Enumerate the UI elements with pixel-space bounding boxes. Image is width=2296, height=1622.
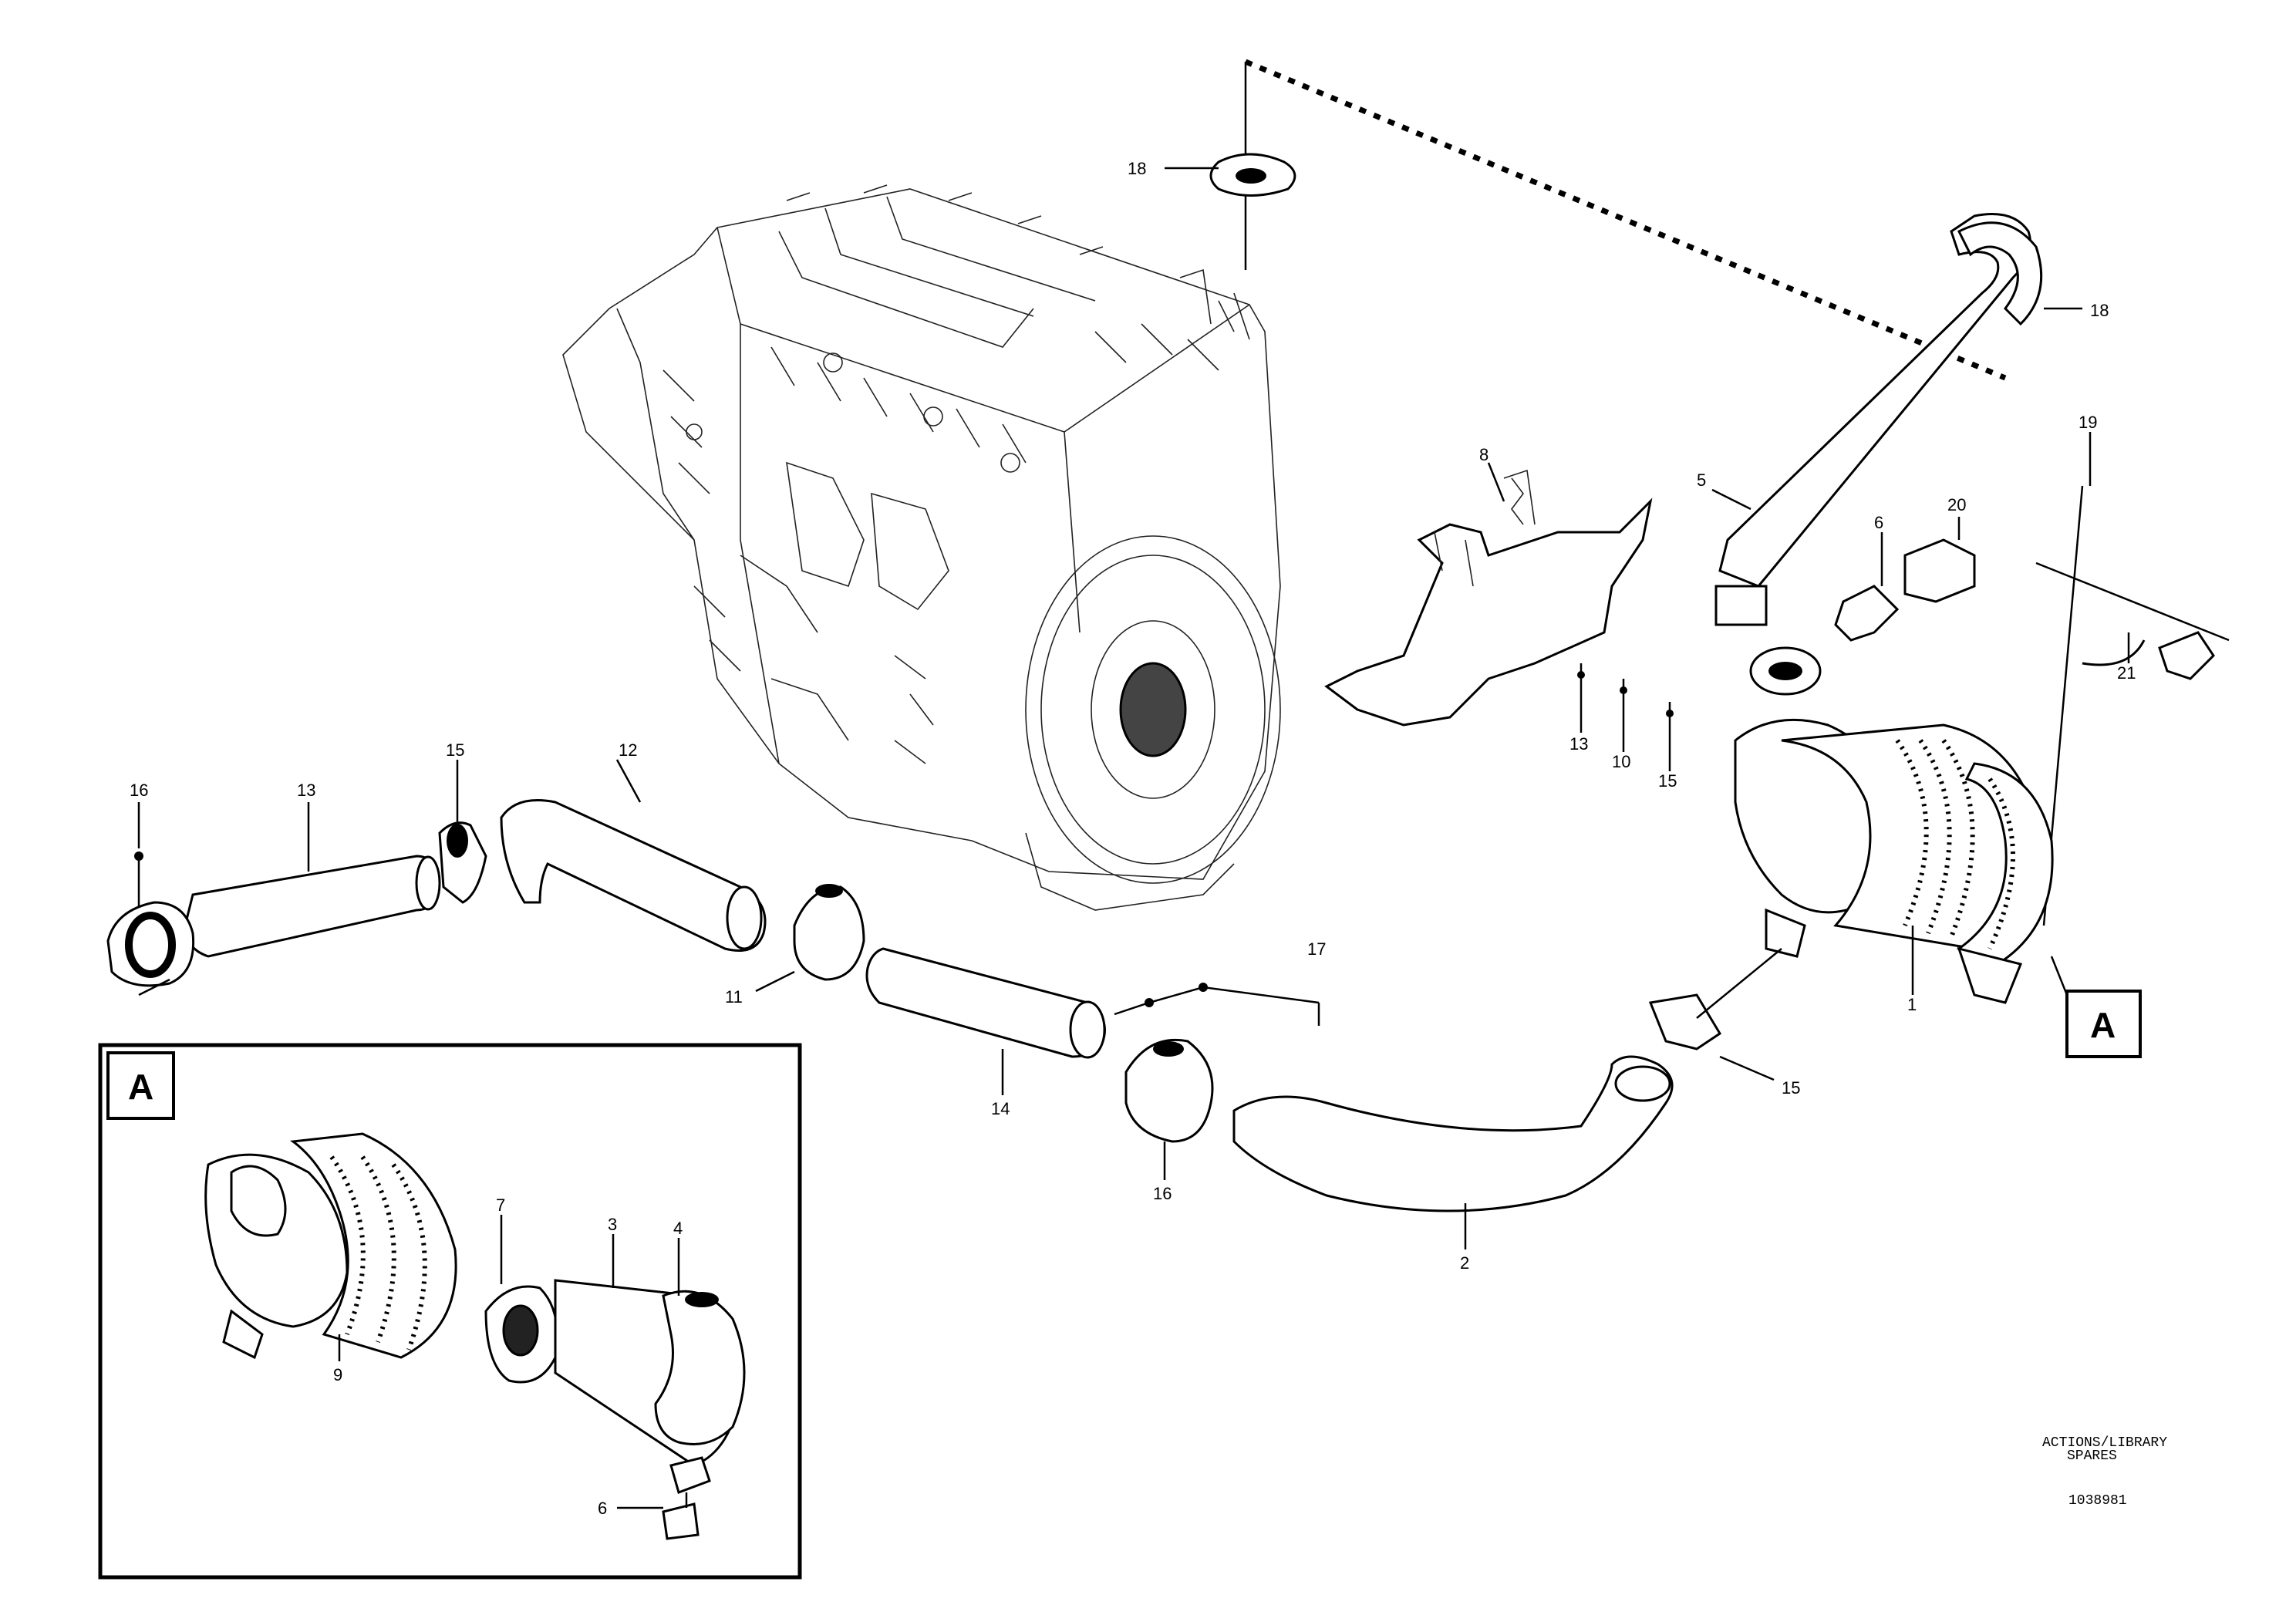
lower-intake-hose [1232, 948, 1782, 1212]
hose-clamp-15 [438, 771, 487, 904]
reference-line-1: ACTIONS/LIBRARY [2042, 1435, 2167, 1451]
inset-view-a: A 9 7 3 4 6 [98, 1043, 802, 1580]
callout-bolt17: 17 [1307, 939, 1326, 959]
callout-hose2: 2 [1460, 1253, 1469, 1273]
callout-bolt13: 13 [1569, 734, 1588, 754]
callout-upper-pipe: 18 [2090, 301, 2109, 320]
callout-clip: 6 [1874, 513, 1883, 532]
callout-hose13: 13 [297, 781, 315, 800]
reference-code: 1038981 [2068, 1493, 2127, 1509]
hose-clamp-11 [793, 884, 865, 981]
hose-clamp-16 [1124, 1038, 1214, 1143]
callout-bolt16: 16 [130, 781, 148, 800]
inset-letter: A [128, 1067, 153, 1107]
callout-pipe-mid: 5 [1697, 470, 1706, 490]
curved-hose-12 [500, 799, 767, 952]
detail-reference-box: A [2065, 990, 2142, 1058]
callout-clamp15: 15 [446, 740, 464, 760]
drawing-reference: ACTIONS/LIBRARY SPARES 1038981 [2042, 1435, 2167, 1509]
inset-callout-7: 7 [496, 1195, 505, 1215]
callout-filter1: 1 [1907, 995, 1917, 1014]
hose-13 [184, 855, 441, 958]
callout-bolt15: 15 [1658, 771, 1677, 791]
reference-line-2: SPARES [2067, 1448, 2117, 1464]
inset-callout-6: 6 [598, 1499, 607, 1518]
air-filter-main [1734, 646, 2054, 1004]
upper-intake-pipe [1714, 213, 2043, 626]
callout-bracket: 8 [1479, 445, 1489, 464]
callout-top-mount: 18 [1128, 159, 1146, 178]
callout-hose12: 12 [619, 740, 637, 760]
leader-lines [137, 167, 2130, 1249]
callout-rod19: 19 [2079, 413, 2097, 432]
inset-callout-4: 4 [673, 1219, 683, 1238]
inset-callout-3: 3 [608, 1215, 617, 1234]
callout-labels: 18 18 8 5 6 20 19 21 13 10 15 1 15 2 16 … [130, 159, 2136, 1273]
callout-hose14: 14 [991, 1099, 1010, 1118]
engine-block [562, 184, 1281, 911]
mounting-bracket [1324, 469, 1653, 727]
inset-callout-9: 9 [333, 1365, 342, 1384]
dashed-reference-line [1244, 59, 2007, 381]
callout-rod21: 21 [2117, 663, 2136, 683]
callout-clamp16: 16 [1153, 1184, 1172, 1203]
bolt-17 [1114, 983, 1320, 1026]
callout-clamp20: 20 [1947, 495, 1966, 514]
top-mount-part [1209, 153, 1296, 197]
straight-hose-14 [865, 947, 1106, 1059]
callout-clamp-right: 15 [1782, 1078, 1800, 1098]
callout-bolt10: 10 [1612, 752, 1630, 771]
hose-clamp-far-left [106, 851, 195, 987]
callout-clamp11: 11 [725, 987, 743, 1007]
detail-reference-letter: A [2090, 1005, 2116, 1045]
bolt-group [1577, 663, 1674, 756]
